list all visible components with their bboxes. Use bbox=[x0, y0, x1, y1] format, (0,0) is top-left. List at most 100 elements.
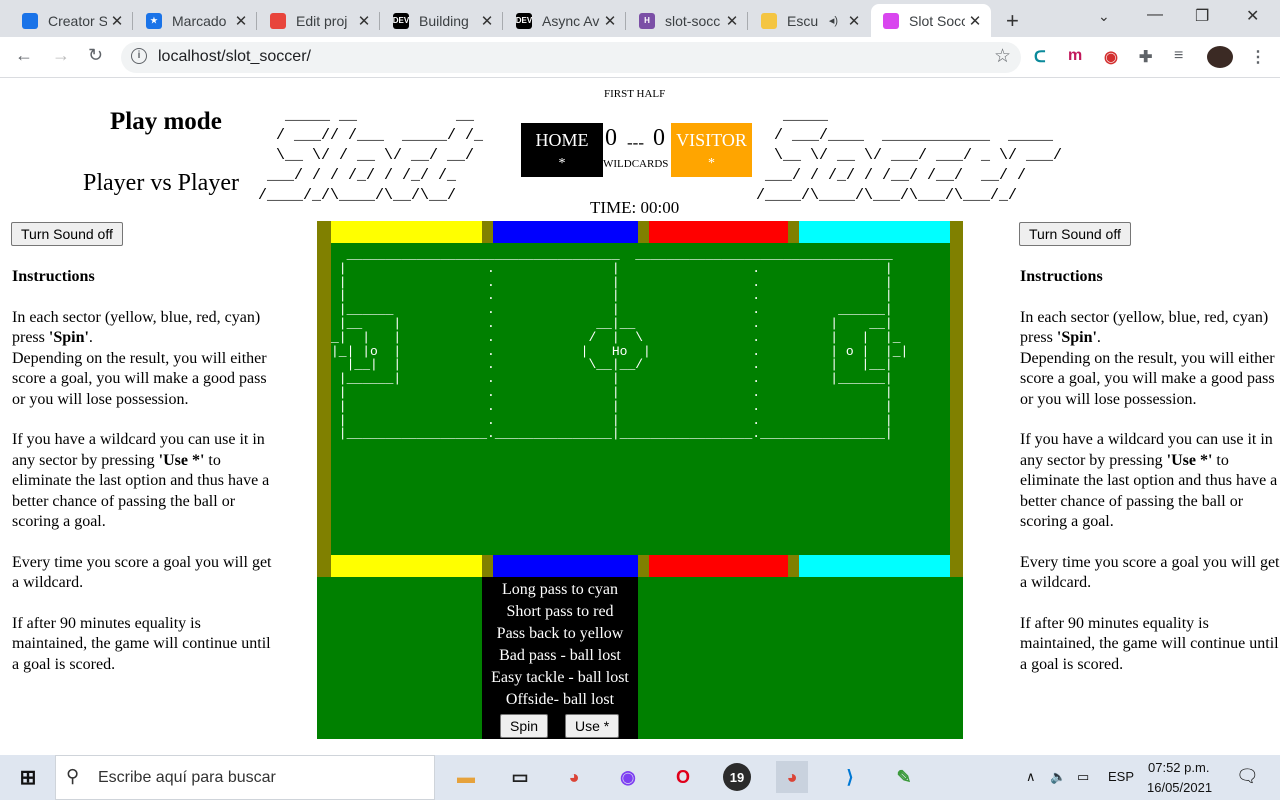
match-timer: TIME: 00:00 bbox=[590, 198, 680, 217]
podcast-app-icon[interactable]: ◉ bbox=[620, 766, 636, 787]
sector-bottom-yellow bbox=[331, 555, 482, 577]
ascii-title-soccer: _____ / ___/____ ____________ _____ \__ … bbox=[756, 107, 1063, 204]
reload-icon[interactable]: ↻ bbox=[88, 45, 104, 65]
volume-icon[interactable]: 🔈 bbox=[1050, 769, 1067, 784]
instructions-right: Instructions In each sector (yellow, blu… bbox=[1020, 267, 1280, 695]
tab-close-icon[interactable]: ✕ bbox=[603, 12, 617, 30]
chrome-menu-icon[interactable]: ⋮ bbox=[1250, 49, 1266, 66]
home-team-box: HOME * bbox=[521, 123, 603, 177]
search-input[interactable]: Escribe aquí para buscar bbox=[98, 769, 276, 786]
sector-top-red bbox=[649, 221, 788, 243]
instructions-left: Instructions In each sector (yellow, blu… bbox=[12, 267, 274, 695]
browser-tab-7[interactable]: Escu ◂) ✕ bbox=[749, 4, 870, 37]
terminal-icon[interactable]: ▭ bbox=[511, 766, 529, 787]
minimize-button[interactable]: — bbox=[1147, 6, 1163, 23]
back-icon[interactable]: ← bbox=[15, 45, 33, 65]
home-score: 0 bbox=[605, 125, 617, 151]
clock-time[interactable]: 07:52 p.m. bbox=[1148, 760, 1210, 775]
visitor-score: 0 bbox=[653, 125, 665, 151]
tab-close-icon[interactable]: ✕ bbox=[110, 12, 124, 30]
media-playlist-icon[interactable]: ≡ bbox=[1174, 47, 1184, 64]
bookmark-star-icon[interactable]: ☆ bbox=[993, 46, 1011, 67]
soccer-field-grass bbox=[331, 243, 950, 555]
browser-toolbar: ← → ↻ i localhost/slot_soccer/ ☆ ᑕ m ◉ ✚… bbox=[0, 37, 1280, 78]
tab-title: Slot Socc bbox=[909, 12, 965, 29]
result-option: Offside- ball lost bbox=[505, 691, 615, 708]
slot-result-board: Long pass to cyan Short pass to red Pass… bbox=[482, 577, 638, 739]
extension-m-icon[interactable]: m bbox=[1068, 47, 1083, 64]
tab-favicon-icon bbox=[761, 12, 777, 29]
result-option: Easy tackle - ball lost bbox=[491, 669, 629, 686]
browser-tab-3[interactable]: Edit proj ✕ bbox=[258, 4, 380, 37]
tab-close-icon[interactable]: ✕ bbox=[725, 12, 739, 30]
keyboard-icon[interactable]: ▭ bbox=[1077, 769, 1090, 784]
sound-toggle-button-left[interactable]: Turn Sound off bbox=[11, 222, 123, 246]
windows-start-icon[interactable]: ⊞ bbox=[19, 766, 37, 789]
new-tab-button[interactable]: + bbox=[1006, 8, 1019, 33]
extension-c-icon[interactable]: ᑕ bbox=[1034, 49, 1046, 66]
visitor-team-box: VISITOR * bbox=[671, 123, 752, 177]
sector-top-cyan bbox=[799, 221, 950, 243]
opera-icon[interactable]: O bbox=[675, 766, 690, 787]
sound-toggle-button-right[interactable]: Turn Sound off bbox=[1019, 222, 1131, 246]
result-option: Long pass to cyan bbox=[502, 581, 618, 598]
result-option: Short pass to red bbox=[506, 603, 614, 620]
close-window-button[interactable]: ✕ bbox=[1246, 8, 1260, 25]
visitor-label: VISITOR bbox=[676, 130, 747, 150]
taskbar-search[interactable]: ⚲ Escribe aquí para buscar bbox=[55, 755, 435, 800]
chrome-active-icon[interactable]: ◕ bbox=[776, 761, 808, 793]
tab-favicon-icon bbox=[270, 12, 286, 29]
extensions-puzzle-icon[interactable]: ✚ bbox=[1139, 49, 1153, 66]
tab-favicon-icon: DEV bbox=[393, 12, 409, 29]
browser-tab-2[interactable]: ★Marcado✕ bbox=[134, 4, 257, 37]
tray-chevron-icon[interactable]: ∧ bbox=[1026, 769, 1036, 784]
instructions-paragraph-2: If you have a wildcard you can use it in… bbox=[12, 431, 270, 530]
play-mode-value: Player vs Player bbox=[83, 170, 239, 196]
extension-record-icon[interactable]: ◉ bbox=[1104, 49, 1118, 66]
instructions-paragraph-3: Every time you score a goal you will get… bbox=[12, 553, 272, 592]
notifications-icon[interactable]: 🗨 bbox=[1236, 766, 1259, 786]
app-badge-icon[interactable]: 19 bbox=[723, 763, 751, 791]
half-label: FIRST HALF bbox=[604, 88, 666, 100]
tab-audio-icon[interactable]: ◂) bbox=[828, 15, 838, 27]
chrome-icon[interactable]: ◕ bbox=[568, 766, 580, 787]
tab-close-icon[interactable]: ✕ bbox=[357, 12, 371, 30]
tab-title: slot-socc bbox=[665, 12, 721, 29]
page-content: _____ __ __ / ___// /___ _____/ /_ \__ \… bbox=[0, 78, 1280, 755]
forward-icon[interactable]: → bbox=[52, 45, 70, 65]
browser-tab-1[interactable]: Creator S✕ bbox=[10, 4, 133, 37]
paint-icon[interactable]: ✎ bbox=[896, 766, 912, 787]
spin-button[interactable]: Spin bbox=[500, 714, 549, 738]
profile-avatar[interactable] bbox=[1207, 46, 1233, 68]
browser-tab-4[interactable]: DEV Building ✕ bbox=[381, 4, 503, 37]
address-bar[interactable]: i localhost/slot_soccer/ ☆ bbox=[121, 42, 1021, 73]
tab-close-icon[interactable]: ✕ bbox=[847, 12, 861, 30]
tab-close-icon[interactable]: ✕ bbox=[480, 12, 494, 30]
language-indicator[interactable]: ESP bbox=[1108, 769, 1135, 784]
clock-date[interactable]: 16/05/2021 bbox=[1147, 780, 1213, 795]
url-text[interactable]: localhost/slot_soccer/ bbox=[158, 48, 311, 65]
score-separator: --- bbox=[627, 133, 644, 152]
tab-title: Edit proj bbox=[296, 12, 348, 29]
vscode-icon[interactable]: ⟩ bbox=[846, 766, 854, 787]
tab-favicon-icon bbox=[883, 12, 899, 29]
windows-taskbar: ⊞ ⚲ Escribe aquí para buscar ▬ ▭ ◕ ◉ O 1… bbox=[0, 755, 1280, 800]
maximize-button[interactable]: ❐ bbox=[1195, 8, 1210, 25]
tab-title: Async Av bbox=[542, 12, 600, 29]
tab-close-icon[interactable]: ✕ bbox=[968, 12, 982, 30]
use-wildcard-button[interactable]: Use * bbox=[565, 714, 620, 738]
play-mode-title: Play mode bbox=[110, 108, 222, 135]
tab-title: Marcado bbox=[172, 12, 227, 29]
tab-search-icon[interactable]: ⌄ bbox=[1098, 8, 1110, 24]
site-info-icon[interactable]: i bbox=[131, 48, 147, 64]
tab-close-icon[interactable]: ✕ bbox=[234, 12, 248, 30]
result-option: Bad pass - ball lost bbox=[499, 647, 621, 664]
tab-favicon-icon: H bbox=[639, 12, 655, 29]
file-explorer-icon[interactable]: ▬ bbox=[457, 766, 475, 787]
tab-title: Escu bbox=[787, 12, 819, 29]
tab-title: Building bbox=[419, 12, 469, 29]
search-icon: ⚲ bbox=[66, 766, 80, 786]
browser-tab-8[interactable]: Slot Socc✕ bbox=[871, 4, 991, 37]
